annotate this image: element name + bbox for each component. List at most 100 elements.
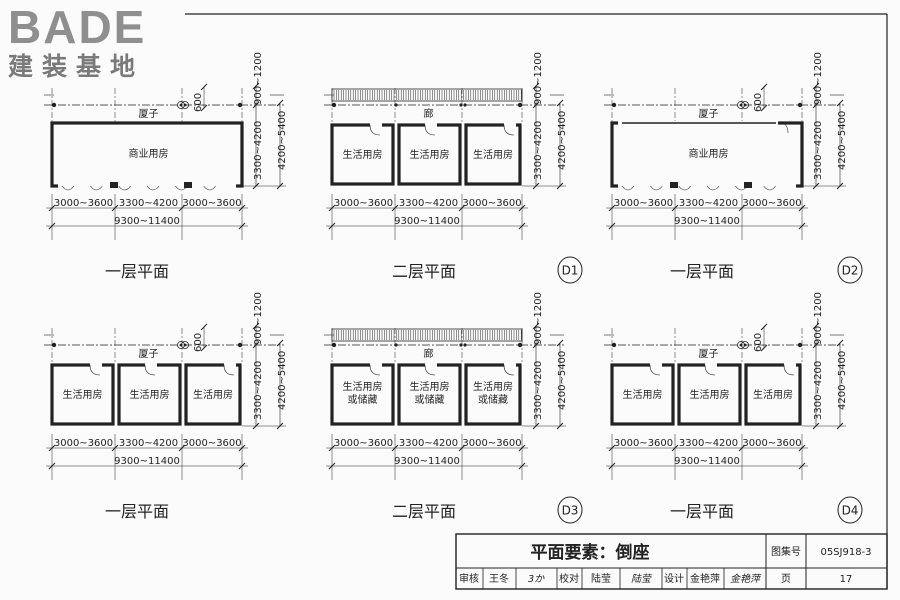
dim-bay-left: 3000~3600 bbox=[614, 438, 673, 449]
design-signature: 金艳萍 bbox=[730, 573, 762, 585]
title-block bbox=[455, 533, 888, 590]
dim-4200-5400: 4200~5400 bbox=[557, 351, 568, 410]
balcony-railing bbox=[331, 88, 523, 102]
dim-600: 600 bbox=[193, 333, 204, 352]
dim-bay-right: 3000~3600 bbox=[742, 438, 801, 449]
label-living-room: 生活用房 bbox=[410, 148, 450, 161]
dim-overall-width: 9300~11400 bbox=[114, 216, 180, 227]
label-living-room: 生活用房 bbox=[473, 148, 513, 161]
dim-900-1200: 900~1200 bbox=[253, 292, 264, 345]
dim-900-1200: 900~1200 bbox=[253, 52, 264, 105]
review-signature: 3か bbox=[528, 574, 545, 585]
dim-bay-middle: 3300~4200 bbox=[399, 438, 458, 449]
caption-first-floor-4: 一层平面 bbox=[670, 502, 734, 521]
dim-3300-4200-vert: 3300~4200 bbox=[533, 361, 544, 420]
badge-d1: D1 bbox=[557, 256, 583, 284]
label-living-room: 生活用房 bbox=[690, 388, 730, 401]
label-or-storage: 或储藏 bbox=[348, 393, 378, 406]
dim-overall-width: 9300~11400 bbox=[674, 216, 740, 227]
dim-4200-5400: 4200~5400 bbox=[837, 351, 848, 410]
dim-900-1200: 900~1200 bbox=[813, 292, 824, 345]
caption-first-floor-1: 一层平面 bbox=[105, 262, 169, 281]
svg-text:D1: D1 bbox=[562, 264, 579, 278]
label-living-room: 生活用房 bbox=[193, 388, 233, 401]
dim-3300-4200-vert: 3300~4200 bbox=[253, 121, 264, 180]
design-name: 金艳萍 bbox=[690, 572, 720, 585]
atlas-number: 05SJ918-3 bbox=[820, 547, 871, 558]
dim-900-1200: 900~1200 bbox=[533, 292, 544, 345]
dim-bay-middle: 3300~4200 bbox=[399, 198, 458, 209]
dim-3300-4200-vert: 3300~4200 bbox=[533, 121, 544, 180]
brand-name: BADE bbox=[8, 1, 147, 53]
label-living-room: 生活用房 bbox=[623, 388, 663, 401]
label-or-storage: 或储藏 bbox=[478, 393, 508, 406]
atlas-label: 图集号 bbox=[771, 545, 801, 558]
check-signature: 陆莹 bbox=[631, 573, 653, 585]
dim-bay-middle: 3300~4200 bbox=[679, 198, 738, 209]
dim-bay-right: 3000~3600 bbox=[462, 198, 521, 209]
badge-d2: D2 bbox=[837, 256, 863, 284]
label-or-storage: 或储藏 bbox=[415, 393, 445, 406]
dim-900-1200: 900~1200 bbox=[813, 52, 824, 105]
label-commercial: 商业用房 bbox=[129, 147, 169, 160]
label-corridor: 廊 bbox=[424, 107, 434, 120]
dim-overall-width: 9300~11400 bbox=[394, 216, 460, 227]
brand-logo: BADE 建装基地 bbox=[8, 4, 178, 84]
design-label: 设计 bbox=[664, 572, 684, 585]
label-veranda: 厦子 bbox=[139, 348, 159, 360]
dim-bay-right: 3000~3600 bbox=[182, 198, 241, 209]
dim-600: 600 bbox=[753, 333, 764, 352]
plan-drawings: 600 900~1200 3300~4200 4200~5400 厦子 商业用房 3000~… bbox=[44, 13, 888, 589]
label-living-room: 生活用房 bbox=[343, 380, 383, 393]
badge-d4: D4 bbox=[837, 496, 863, 524]
dim-4200-5400: 4200~5400 bbox=[277, 111, 288, 170]
page-label: 页 bbox=[781, 573, 791, 585]
label-living-room: 生活用房 bbox=[343, 148, 383, 161]
label-living-room: 生活用房 bbox=[63, 388, 103, 401]
caption-first-floor-3: 一层平面 bbox=[105, 502, 169, 521]
dim-4200-5400: 4200~5400 bbox=[557, 111, 568, 170]
dim-bay-right: 3000~3600 bbox=[462, 438, 521, 449]
dim-900-1200: 900~1200 bbox=[533, 52, 544, 105]
check-name: 陆莹 bbox=[591, 572, 611, 585]
balcony-railing bbox=[331, 328, 523, 342]
check-label: 校对 bbox=[559, 572, 579, 585]
dim-3300-4200-vert: 3300~4200 bbox=[813, 121, 824, 180]
dim-bay-left: 3000~3600 bbox=[334, 438, 393, 449]
dim-bay-left: 3000~3600 bbox=[614, 198, 673, 209]
dim-4200-5400: 4200~5400 bbox=[277, 351, 288, 410]
svg-text:D4: D4 bbox=[842, 504, 859, 518]
dim-bay-middle: 3300~4200 bbox=[119, 438, 178, 449]
dim-bay-right: 3000~3600 bbox=[742, 198, 801, 209]
dim-bay-middle: 3300~4200 bbox=[679, 438, 738, 449]
dim-bay-right: 3000~3600 bbox=[182, 438, 241, 449]
title-block-title: 平面要素：倒座 bbox=[531, 542, 650, 563]
label-living-room: 生活用房 bbox=[130, 388, 170, 401]
label-living-room: 生活用房 bbox=[473, 380, 513, 393]
label-living-room: 生活用房 bbox=[753, 388, 793, 401]
caption-second-floor-1: 二层平面 bbox=[392, 262, 456, 281]
dim-3300-4200-vert: 3300~4200 bbox=[253, 361, 264, 420]
badge-d3: D3 bbox=[557, 496, 583, 524]
review-name: 王冬 bbox=[489, 572, 509, 585]
dim-bay-left: 3000~3600 bbox=[54, 198, 113, 209]
label-living-room: 生活用房 bbox=[410, 380, 450, 393]
dim-bay-left: 3000~3600 bbox=[334, 198, 393, 209]
dim-overall-width: 9300~11400 bbox=[394, 456, 460, 467]
dim-4200-5400: 4200~5400 bbox=[837, 111, 848, 170]
svg-text:D2: D2 bbox=[842, 264, 859, 278]
dim-overall-width: 9300~11400 bbox=[674, 456, 740, 467]
dim-600: 600 bbox=[753, 93, 764, 112]
dim-overall-width: 9300~11400 bbox=[114, 456, 180, 467]
caption-second-floor-2: 二层平面 bbox=[392, 502, 456, 521]
dim-3300-4200-vert: 3300~4200 bbox=[813, 361, 824, 420]
label-veranda: 厦子 bbox=[699, 348, 719, 360]
svg-text:D3: D3 bbox=[562, 504, 579, 518]
review-label: 审核 bbox=[459, 572, 479, 585]
